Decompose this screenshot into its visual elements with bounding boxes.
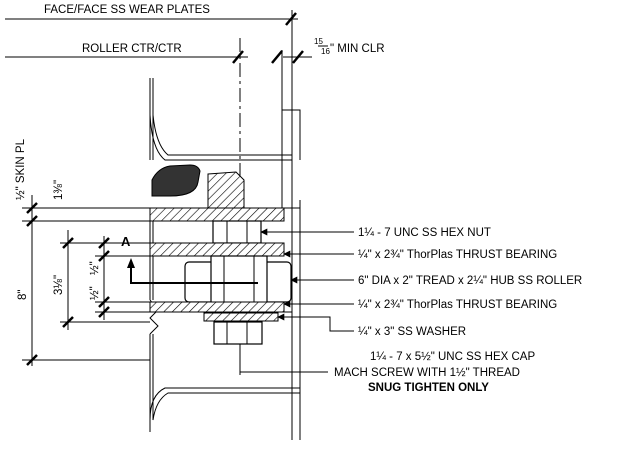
- callout-washer: ¼" x 3" SS WASHER: [358, 326, 466, 338]
- face-face-label: FACE/FACE SS WEAR PLATES: [44, 4, 210, 16]
- thrust-bearing-bottom: [149, 301, 285, 313]
- guide-bar: [151, 164, 201, 197]
- dim-3-1-8: 3⅛": [53, 275, 65, 295]
- callout-cap-screw-2: MACH SCREW WITH 1½" THREAD: [334, 367, 520, 379]
- callout-hex-nut: 1¼ - 7 UNC SS HEX NUT: [358, 227, 491, 239]
- callout-thrust-bearing-top: ¼" x 2¾" ThorPlas THRUST BEARING: [358, 249, 557, 261]
- callout-cap-screw-1: 1¼ - 7 x 5½" UNC SS HEX CAP: [370, 351, 535, 363]
- cap-screw-head: [213, 321, 263, 345]
- callout-note: SNUG TIGHTEN ONLY: [368, 382, 489, 394]
- hex-nut: [212, 220, 262, 244]
- callout-leaders: [239, 228, 354, 373]
- dim-8: 8": [17, 290, 29, 300]
- dim-1-3-8: 1⅜": [53, 180, 65, 200]
- lower-channel: [149, 372, 300, 432]
- dim-half-top: ½": [89, 261, 101, 275]
- upper-channel: [149, 78, 301, 161]
- wear-block: [207, 171, 245, 209]
- dim-half-bottom: ½": [89, 286, 101, 300]
- callout-roller: 6" DIA x 2" TREAD x 2¼" HUB SS ROLLER: [358, 275, 582, 287]
- callout-thrust-bearing-bottom: ¼" x 2¾" ThorPlas THRUST BEARING: [358, 299, 557, 311]
- skin-plate: [149, 207, 285, 222]
- roller-ctr-dimension: ROLLER CTR/CTR: [5, 43, 248, 64]
- section-mark-a: A: [121, 234, 258, 284]
- min-clr-denominator: 16: [321, 47, 330, 56]
- skin-pl-label: ½" SKIN PL: [15, 138, 27, 200]
- vertical-dimensions: ½" SKIN PL 1⅜" 3⅛" ½" ½" 8": [15, 138, 150, 366]
- svg-text:A: A: [121, 234, 131, 249]
- ss-washer: [203, 312, 279, 322]
- min-clr-label: " MIN CLR: [330, 43, 385, 55]
- min-clr-dimension: 15 16 " MIN CLR: [271, 37, 385, 64]
- min-clr-numerator: 15: [314, 37, 323, 46]
- roller-ctr-label: ROLLER CTR/CTR: [82, 43, 182, 55]
- thrust-bearing-top: [149, 242, 285, 257]
